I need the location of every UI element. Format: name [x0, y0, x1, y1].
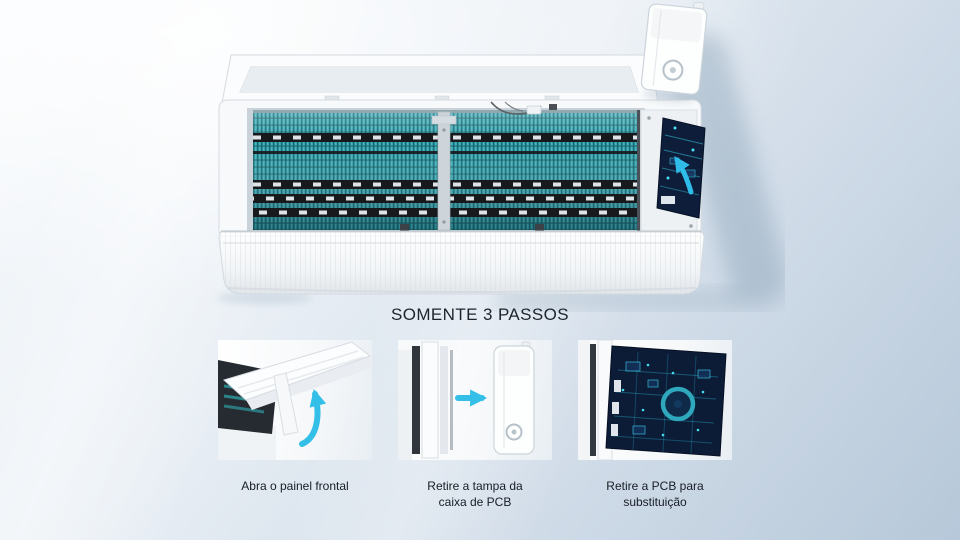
ac-center-bracket — [431, 111, 457, 231]
pcb-box-cover — [493, 341, 535, 455]
ac-open-lid — [221, 54, 659, 104]
section-title: SOMENTE 3 PASSOS — [390, 305, 570, 324]
steps-row: Abra o painel frontal — [218, 340, 732, 510]
step-2-caption: Retire a tampa da caixa de PCB — [427, 479, 523, 510]
ac-electrical-box — [637, 109, 706, 233]
step-2-svg — [398, 340, 535, 460]
pcb-box-detail — [398, 340, 458, 460]
step-3-caption: Retire a PCB para substituição — [606, 479, 704, 510]
pcb-board — [605, 345, 727, 457]
unit-shadow — [217, 33, 788, 307]
step-1-caption: Abra o painel frontal — [241, 479, 349, 493]
step-3: Retire a PCB para substituição — [578, 340, 732, 510]
unit-edge-detail — [578, 340, 613, 460]
step-3-svg — [578, 340, 727, 460]
front-panel — [218, 230, 705, 295]
ac-coil — [253, 101, 637, 231]
panel-clips — [400, 224, 544, 233]
step-2-thumbnail — [398, 340, 552, 460]
step-3-thumbnail — [578, 340, 732, 460]
step-1: Abra o painel frontal — [218, 340, 372, 510]
ebox-cover — [640, 1, 708, 102]
curved-up-arrow-icon — [299, 389, 327, 447]
step-1-thumbnail — [218, 340, 372, 460]
ac-unit-illustration — [205, 0, 788, 312]
step-2: Retire a tampa da caixa de PCB — [398, 340, 552, 510]
ac-wiring — [490, 101, 557, 115]
ac-unit-svg — [217, 1, 788, 307]
open-panel-detail — [218, 341, 372, 460]
step-1-svg — [218, 341, 372, 460]
pcb-remove-arrow-icon — [674, 156, 694, 195]
